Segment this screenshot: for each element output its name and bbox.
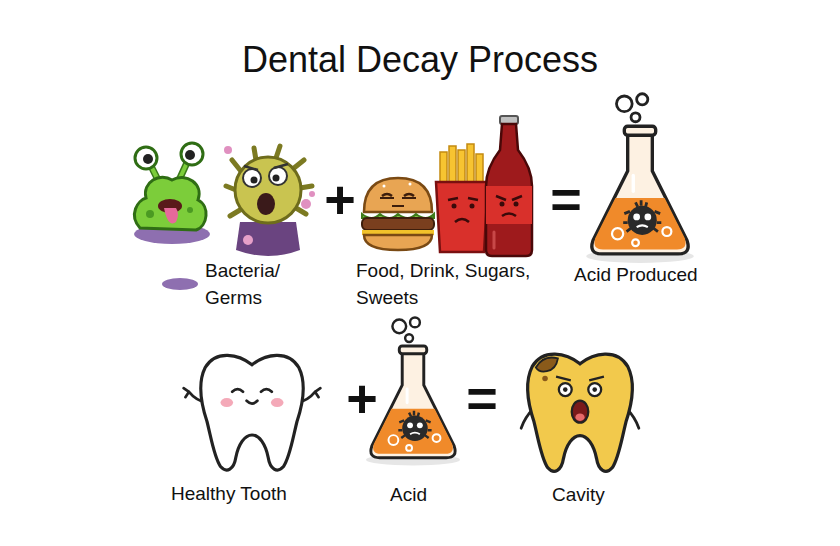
caption-label: Cavity [552,482,652,509]
caption-label: Bacteria/ Germs [205,258,305,311]
operator-symbol: = [550,172,582,226]
spiky-germ [224,146,315,256]
diagram-title: Dental Decay Process [0,38,840,81]
green-germ [134,143,210,290]
caption-label: Acid [390,482,470,509]
fries [436,144,488,252]
burger [362,178,434,250]
cavity-tooth [521,354,639,471]
caption-label: Food, Drink, Sugars, Sweets [356,258,556,311]
caption-label: Healthy Tooth [171,481,321,508]
acid-flask [366,318,460,466]
operator-symbol: + [346,371,378,425]
acid-flask [586,94,694,263]
operator-symbol: + [324,172,356,226]
cola-bottle [486,116,532,256]
caption-label: Acid Produced [574,262,734,289]
healthy-tooth [184,355,321,470]
operator-symbol: = [466,371,498,425]
